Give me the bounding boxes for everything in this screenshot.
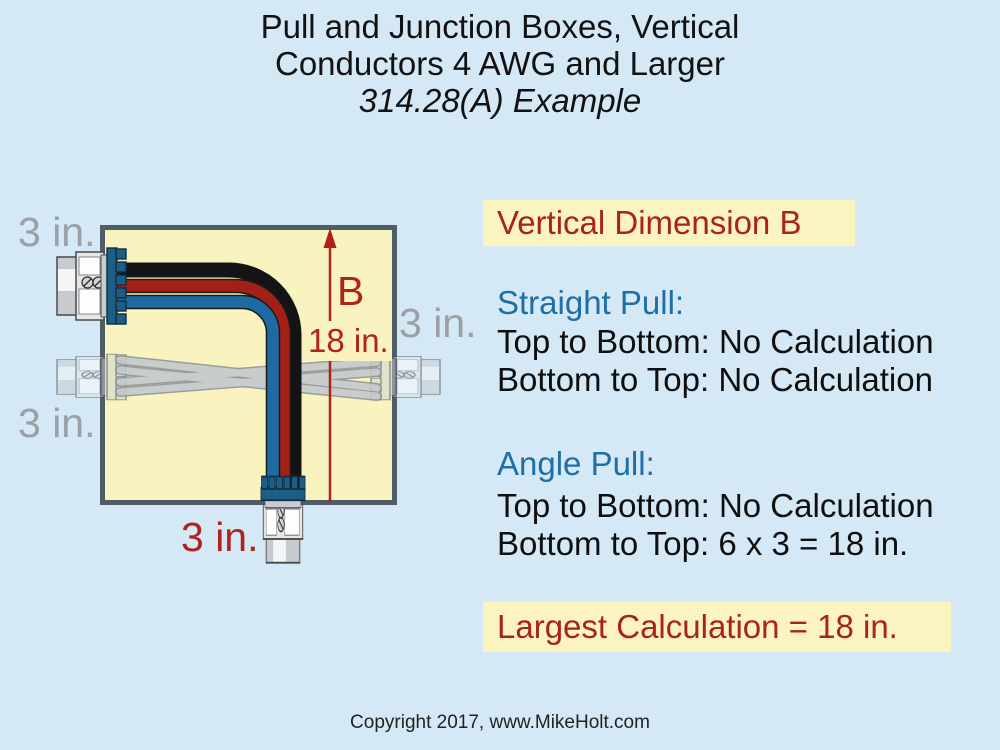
result-highlight: Largest Calculation = 18 in. [483, 602, 951, 652]
label-mid-left-conduit-size: 3 in. [18, 400, 96, 446]
angle-pull-line-2: Bottom to Top: 6 x 3 = 18 in. [497, 525, 909, 562]
label-dimension-value: 18 in. [305, 321, 392, 361]
straight-pull-wires [115, 355, 382, 401]
angle-pull-heading: Angle Pull: [497, 445, 655, 482]
result-text: Largest Calculation = 18 in. [497, 608, 898, 645]
page-title: Pull and Junction Boxes, Vertical Conduc… [0, 8, 1000, 119]
label-dimension-B: B [337, 268, 365, 314]
label-right-conduit-size: 3 in. [399, 300, 477, 346]
angle-pull-conductors [112, 262, 302, 505]
panel-heading-highlight: Vertical Dimension B [483, 200, 855, 246]
dimension-line-B [323, 228, 337, 502]
label-top-left-conduit-size: 3 in. [18, 209, 96, 255]
label-bottom-conduit-size: 3 in. [181, 514, 259, 560]
title-line-1: Pull and Junction Boxes, Vertical [260, 8, 740, 45]
straight-pull-heading: Straight Pull: [497, 284, 685, 321]
title-line-2: Conductors 4 AWG and Larger [274, 45, 725, 82]
conduit-bottom [260, 475, 306, 564]
straight-pull-line-2: Bottom to Top: No Calculation [497, 361, 933, 398]
straight-pull-line-1: Top to Bottom: No Calculation [497, 323, 934, 360]
conduit-top-left [56, 247, 127, 325]
angle-pull-line-1: Top to Bottom: No Calculation [497, 487, 934, 524]
title-line-3: 314.28(A) Example [358, 82, 642, 119]
panel-heading: Vertical Dimension B [497, 204, 802, 241]
copyright-notice: Copyright 2017, www.MikeHolt.com [350, 712, 650, 733]
